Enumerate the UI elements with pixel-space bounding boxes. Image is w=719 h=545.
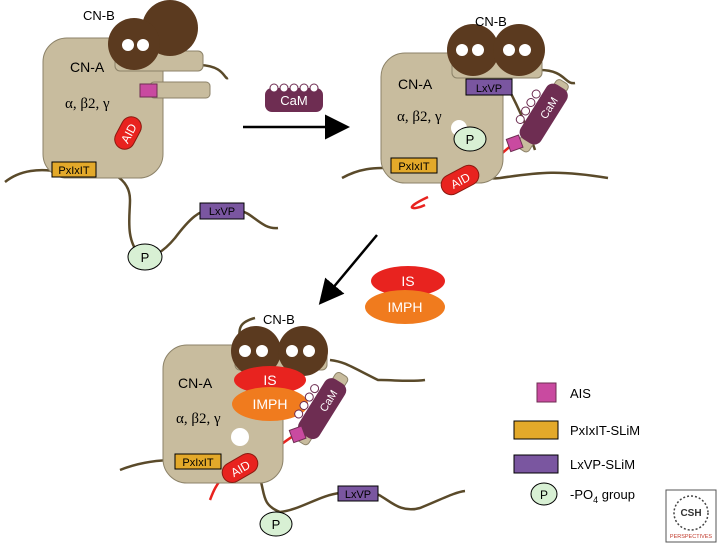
legend: AIS PxIxIT-SLiM LxVP-SLiM P -PO4 group — [513, 382, 640, 506]
calcium-ion — [286, 345, 298, 357]
cam-body — [265, 88, 323, 112]
logo-top-text: CSH — [680, 508, 701, 519]
calcium-ion — [256, 345, 268, 357]
cnb-label: CN-B — [263, 312, 295, 327]
imph-label: IMPH — [388, 299, 423, 315]
active-site — [231, 428, 249, 446]
isoform-label: α, β2, γ — [397, 109, 442, 125]
ais-motif — [288, 425, 307, 444]
calcium-ion — [472, 44, 484, 56]
calcium-ion — [239, 345, 251, 357]
ais-motif — [139, 83, 158, 98]
pxixit-motif — [51, 161, 97, 178]
cam-label: CaM — [280, 93, 307, 108]
cnb-lobe — [108, 18, 160, 70]
inhibition-arrow — [318, 234, 378, 305]
legend-lxvp-label: LxVP-SLiM — [570, 457, 635, 472]
protein-chain — [341, 166, 386, 180]
calcium-ion — [515, 114, 525, 124]
legend-pxixit-label: PxIxIT-SLiM — [570, 423, 640, 438]
pxixit-label: PxIxIT — [58, 165, 89, 177]
cam-body — [519, 83, 568, 145]
protein-chain — [369, 489, 466, 511]
pxixit-label: PxIxIT — [398, 161, 429, 173]
lxvp-label: LxVP — [209, 206, 235, 218]
protein-chain — [329, 358, 426, 383]
calcium-ion — [279, 83, 289, 93]
protein-chain — [94, 168, 211, 259]
legend-ais-swatch — [536, 382, 557, 403]
calcium-ion — [122, 39, 134, 51]
cna-label: CN-A — [70, 59, 105, 75]
pxixit-label: PxIxIT — [182, 457, 213, 469]
cnb-label: CN-B — [475, 14, 507, 29]
ais-motif — [505, 134, 524, 153]
aid-domain — [221, 453, 259, 483]
calcium-ion — [303, 345, 315, 357]
legend-pxixit-swatch — [513, 420, 559, 440]
calcium-ion — [299, 401, 309, 411]
panel-inactive: CN-B CN-A α, β2, γ AID PxIxIT LxVP P — [4, 0, 279, 271]
is-protein — [371, 266, 445, 296]
cam-body — [298, 378, 347, 440]
calcium-ion — [456, 44, 468, 56]
lxvp-motif — [337, 485, 379, 502]
legend-phospho-symbol: P — [540, 488, 548, 502]
calcium-ion — [299, 83, 309, 93]
isoform-label: α, β2, γ — [176, 411, 221, 427]
calcium-ion — [521, 106, 531, 116]
calcium-ion — [137, 39, 149, 51]
imph-protein — [232, 387, 308, 421]
inhibitor-complex: IS IMPH — [365, 266, 445, 324]
cna-label: CN-A — [178, 375, 213, 391]
pxixit-motif — [174, 453, 222, 470]
lxvp-motif — [465, 78, 513, 96]
calcium-ion — [289, 83, 299, 93]
csh-perspectives-logo: CSH PERSPECTIVES — [665, 489, 717, 543]
logo-bottom-text: PERSPECTIVES — [670, 534, 713, 540]
calcium-ion — [519, 44, 531, 56]
imph-protein — [365, 290, 445, 324]
panel-inhibited: CN-B CN-A α, β2, γ IS IMPH CaM PxIxIT AI… — [119, 312, 466, 537]
pxixit-motif — [390, 157, 438, 174]
legend-lxvp-swatch — [513, 454, 559, 474]
aid-domain — [114, 116, 142, 150]
calcium-ion — [531, 89, 541, 99]
phospho-group — [259, 511, 293, 537]
lxvp-label: LxVP — [345, 489, 371, 501]
phospho-group — [127, 243, 163, 271]
calcium-ion — [503, 44, 515, 56]
calcium-ion — [294, 409, 304, 419]
legend-phospho-swatch — [530, 482, 558, 506]
legend-ais-label: AIS — [570, 386, 591, 401]
phospho-label: P — [272, 517, 281, 532]
free-calmodulin: CaM — [265, 83, 323, 112]
calcium-ion — [526, 98, 536, 108]
phospho-label: P — [466, 132, 475, 147]
calcium-ion — [304, 392, 314, 402]
lxvp-label: LxVP — [476, 83, 502, 95]
isoform-label: α, β2, γ — [65, 96, 110, 112]
protein-chain — [239, 209, 279, 230]
calcium-ion — [269, 83, 279, 93]
legend-phospho-label: -PO4 group — [570, 487, 635, 505]
protein-chain — [199, 63, 229, 80]
cnb-label: CN-B — [83, 8, 115, 23]
is-label: IS — [263, 372, 276, 388]
phospho-label: P — [141, 250, 150, 265]
aid-domain — [440, 164, 480, 196]
panel-active: CN-B CN-A α, β2, γ LxVP P CaM PxIxIT AID — [341, 14, 609, 210]
lxvp-motif — [199, 202, 245, 220]
cam-binding-helix — [149, 81, 211, 99]
phospho-group — [453, 126, 487, 152]
cna-label: CN-A — [398, 76, 433, 92]
is-label: IS — [401, 273, 414, 289]
protein-chain — [539, 68, 576, 85]
imph-label: IMPH — [253, 396, 288, 412]
calcium-ion — [309, 83, 319, 93]
is-protein — [234, 366, 306, 394]
calcium-ion — [310, 384, 320, 394]
